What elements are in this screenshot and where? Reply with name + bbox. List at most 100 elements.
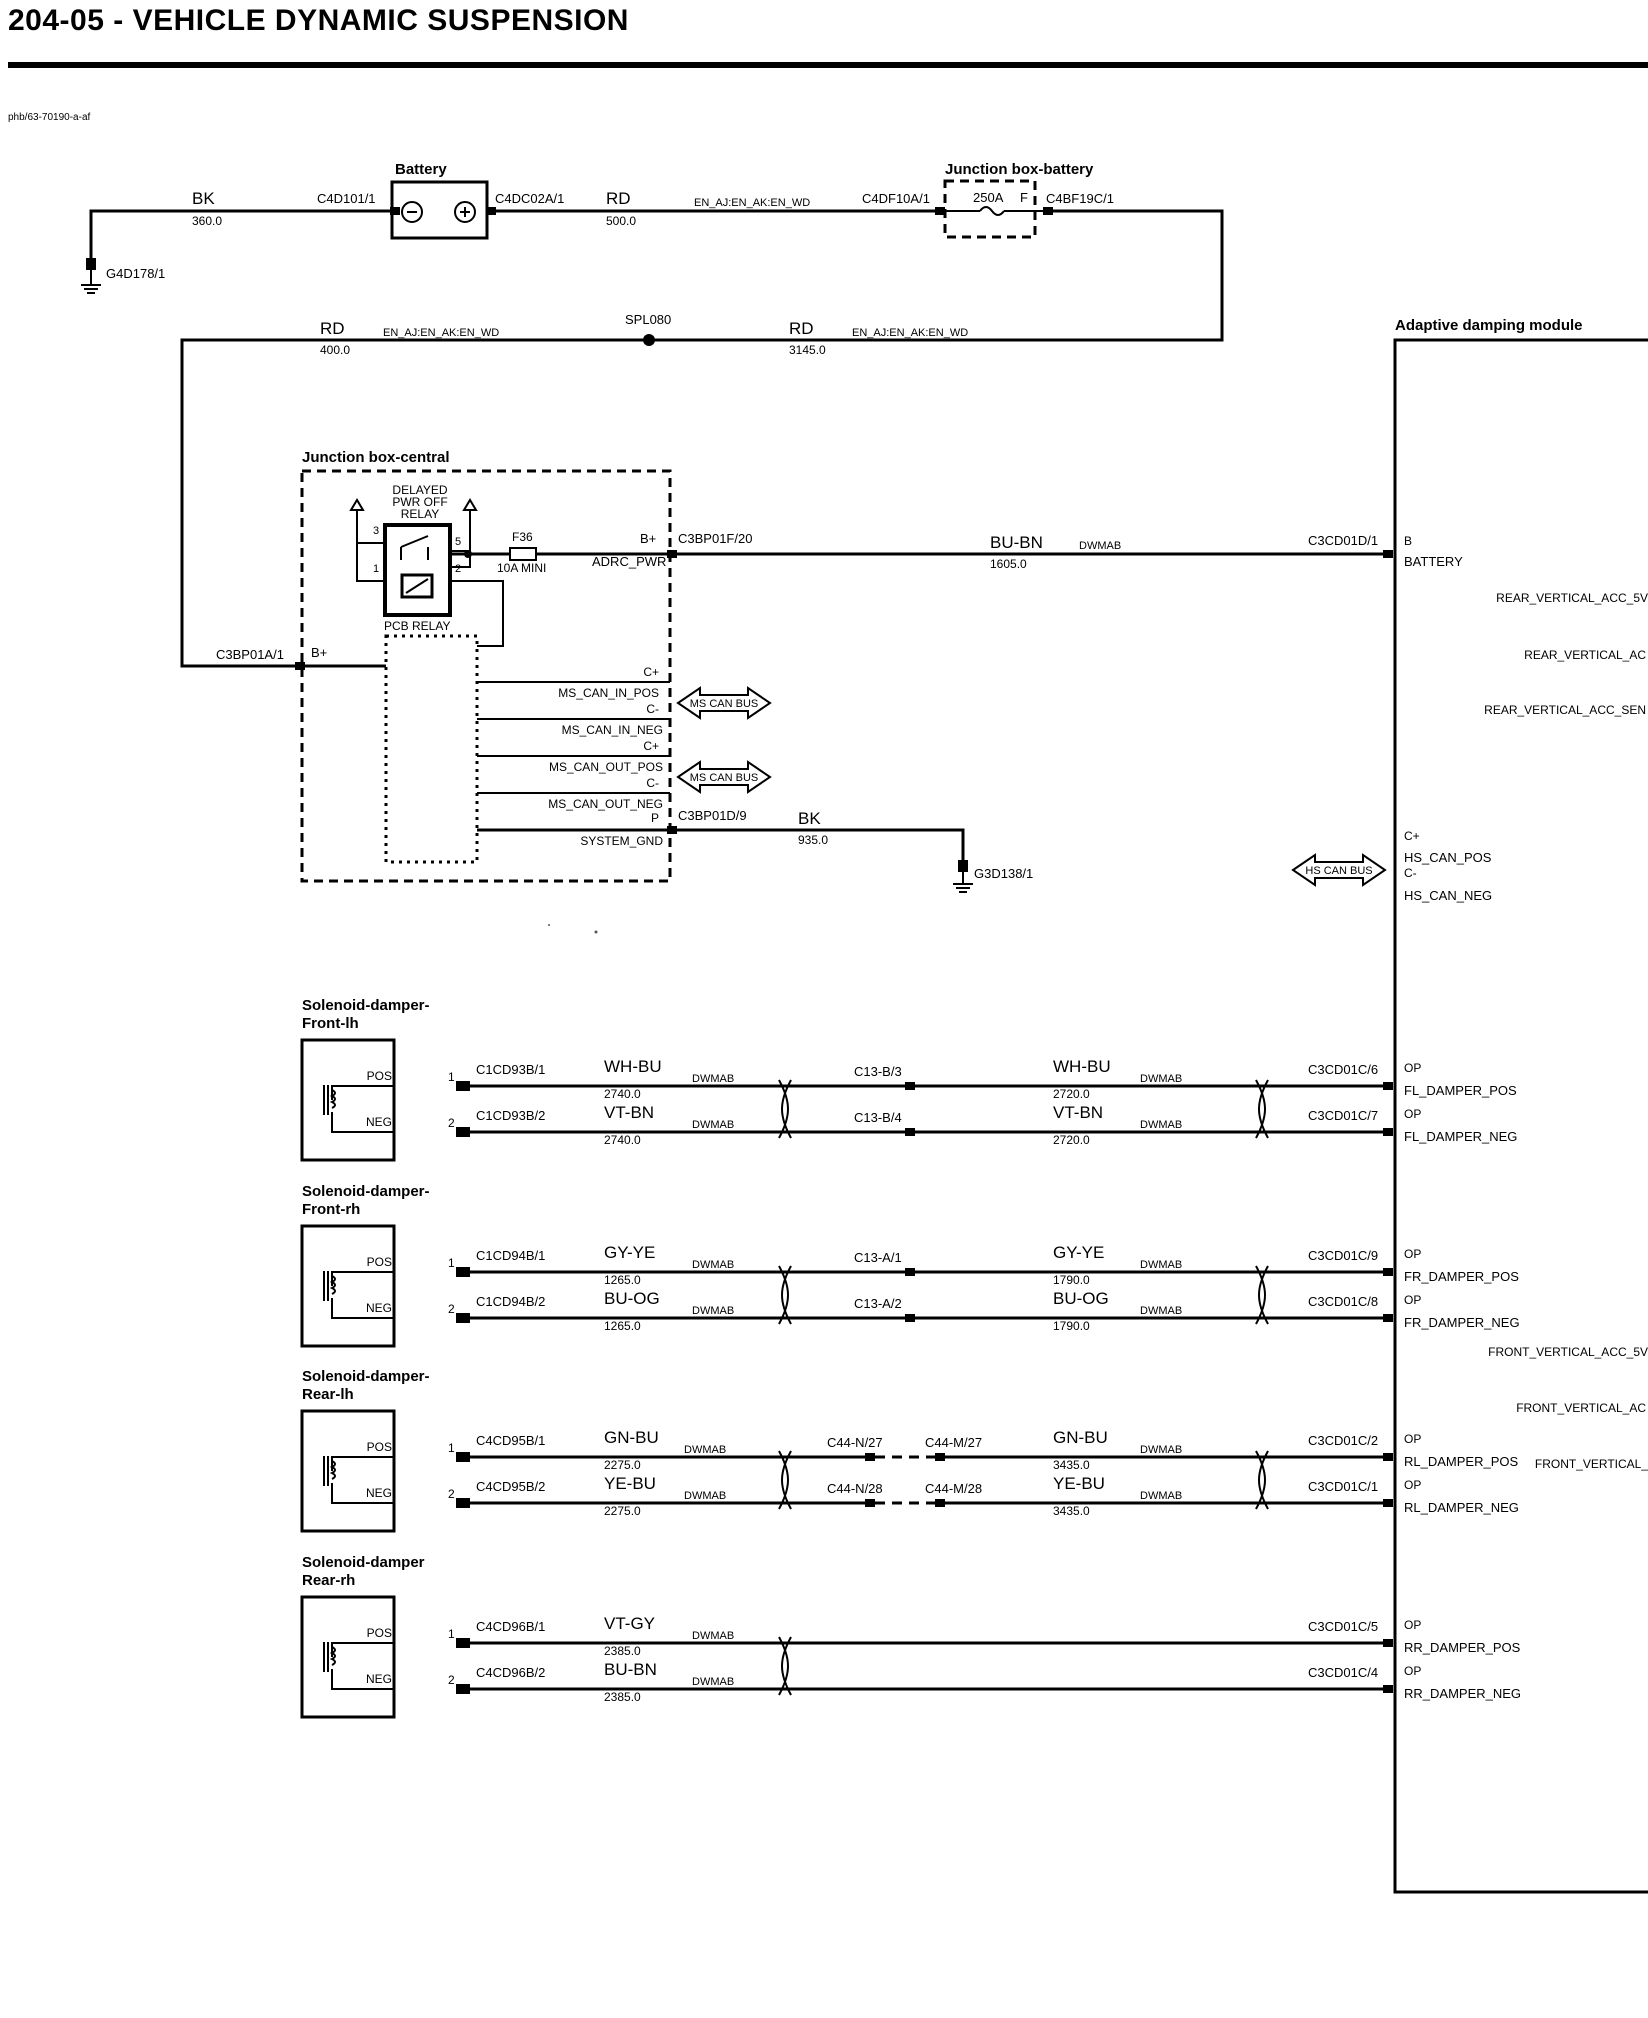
fuse-rating-label: 250A	[973, 190, 1004, 205]
twisted-pair-icon	[778, 1265, 792, 1325]
relay-pin-label: 2	[455, 563, 461, 575]
pin-name-label: POS	[367, 1626, 392, 1640]
ground-label: G4D178/1	[106, 266, 165, 281]
battery-symbol	[390, 180, 489, 240]
wire-color-label: GN-BU	[604, 1428, 659, 1447]
wire-variant-label: DWMAB	[684, 1490, 726, 1502]
wire-color-label: RD	[789, 319, 814, 338]
connector-label: C4D101/1	[317, 191, 376, 206]
pin-label: B	[1404, 534, 1412, 548]
fuse-symbol	[509, 547, 537, 561]
connector-label: C13-B/3	[854, 1064, 902, 1079]
connector-label: C44-M/27	[925, 1435, 982, 1450]
wire-variant-label: EN_AJ:EN_AK:EN_WD	[694, 197, 810, 209]
wire-color-label: BU-OG	[1053, 1289, 1109, 1308]
wire-length-label: 2275.0	[604, 1504, 641, 1518]
damper-title: Front-rh	[302, 1201, 360, 1218]
pin-name-label: HS_CAN_NEG	[1404, 888, 1492, 903]
hs-can-bus-arrow: HS CAN BUS	[1291, 853, 1387, 887]
module-signal-label: FRONT_VERTICAL_	[1535, 1457, 1648, 1471]
connector-label: C4CD96B/1	[476, 1619, 545, 1634]
damper-title: Rear-rh	[302, 1572, 355, 1589]
relay-label-line: RELAY	[401, 507, 439, 521]
wire-length-label: 360.0	[192, 214, 222, 228]
wire-color-label: BK	[192, 189, 215, 208]
internal-module-outline	[384, 634, 479, 864]
pin-name-label: NEG	[366, 1301, 392, 1315]
ground-wire	[89, 209, 395, 270]
wire-variant-label: DWMAB	[684, 1444, 726, 1456]
connector-label: C4CD95B/2	[476, 1479, 545, 1494]
damper-solenoid-box	[300, 1595, 396, 1719]
pin-name-label: POS	[367, 1255, 392, 1269]
connector-label: C1CD94B/2	[476, 1294, 545, 1309]
wire-color-label: GY-YE	[1053, 1243, 1104, 1262]
pin-label: OP	[1404, 1293, 1421, 1307]
wire-color-label: BK	[798, 809, 821, 828]
pin-label: B+	[640, 531, 656, 546]
wire-length-label: 2385.0	[604, 1644, 641, 1658]
battery-section: G4D178/1 BK 360.0 C4D101/1 Battery C4DC0…	[81, 161, 1224, 668]
wire-length-label: 1265.0	[604, 1319, 641, 1333]
junction-box-central-label: Junction box-central	[302, 449, 450, 466]
wire-length-label: 1265.0	[604, 1273, 641, 1287]
power-feed: BU-BN 1605.0 DWMAB C3CD01D/1	[677, 533, 1393, 571]
pin-label: 1	[448, 1070, 455, 1084]
connector-label: C1CD93B/1	[476, 1062, 545, 1077]
pin-label: OP	[1404, 1247, 1421, 1261]
ground-symbol	[953, 872, 973, 893]
module-signal-label: FRONT_VERTICAL_ACC_5V	[1488, 1345, 1648, 1359]
pin-name-label: POS	[367, 1440, 392, 1454]
ground-symbol	[81, 270, 101, 294]
connector-label: C3CD01C/2	[1308, 1433, 1378, 1448]
damper-solenoid-box	[300, 1224, 396, 1348]
fuse-name-label: F36	[512, 530, 533, 544]
wire-variant-label: DWMAB	[1140, 1119, 1182, 1131]
pin-label: P	[651, 811, 659, 825]
module-outline	[1393, 338, 1648, 1894]
splice-label: SPL080	[625, 312, 671, 327]
wire-color-label: GY-YE	[604, 1243, 655, 1262]
wire-length-label: 2740.0	[604, 1133, 641, 1147]
pin-name-label: RR_DAMPER_POS	[1404, 1640, 1521, 1655]
ground-terminal	[86, 258, 96, 270]
adaptive-damping-module: Adaptive damping module B BATTERY REAR_V…	[1291, 317, 1648, 1894]
wire-variant-label: EN_AJ:EN_AK:EN_WD	[383, 327, 499, 339]
wire-length-label: 935.0	[798, 833, 828, 847]
fuse-rating-label: 10A MINI	[497, 561, 546, 575]
wire-length-label: 2720.0	[1053, 1087, 1090, 1101]
wire-length-label: 2275.0	[604, 1458, 641, 1472]
page-title: 204-05 - VEHICLE DYNAMIC SUSPENSION	[8, 4, 629, 37]
wire-variant-label: EN_AJ:EN_AK:EN_WD	[852, 327, 968, 339]
wire-variant-label: DWMAB	[692, 1630, 734, 1642]
relay-wire	[356, 510, 385, 544]
ground-label: G3D138/1	[974, 866, 1033, 881]
wire-color-label: RD	[606, 189, 631, 208]
pin-label: OP	[1404, 1478, 1421, 1492]
wire-variant-label: DWMAB	[692, 1259, 734, 1271]
connector-label: C13-B/4	[854, 1110, 902, 1125]
module-signal-label: REAR_VERTICAL_AC	[1524, 648, 1646, 662]
pin-label: C+	[643, 665, 659, 679]
battery-label: Battery	[395, 161, 447, 178]
wire-variant-label: DWMAB	[692, 1119, 734, 1131]
pin-label: OP	[1404, 1618, 1421, 1632]
wire-length-label: 2385.0	[604, 1690, 641, 1704]
pin-name-label: MS_CAN_IN_POS	[558, 686, 659, 700]
wire-length-label: 1790.0	[1053, 1319, 1090, 1333]
twisted-pair-icon	[778, 1636, 792, 1696]
twisted-pair-icon	[778, 1450, 792, 1510]
wire-color-label: BU-BN	[604, 1660, 657, 1679]
wire-length-label: 3435.0	[1053, 1458, 1090, 1472]
relay-coil-box	[383, 523, 452, 617]
pin-name-label: NEG	[366, 1486, 392, 1500]
wire-variant-label: DWMAB	[692, 1305, 734, 1317]
wire-length-label: 1605.0	[990, 557, 1027, 571]
module-signal-label: FRONT_VERTICAL_AC	[1516, 1401, 1646, 1415]
